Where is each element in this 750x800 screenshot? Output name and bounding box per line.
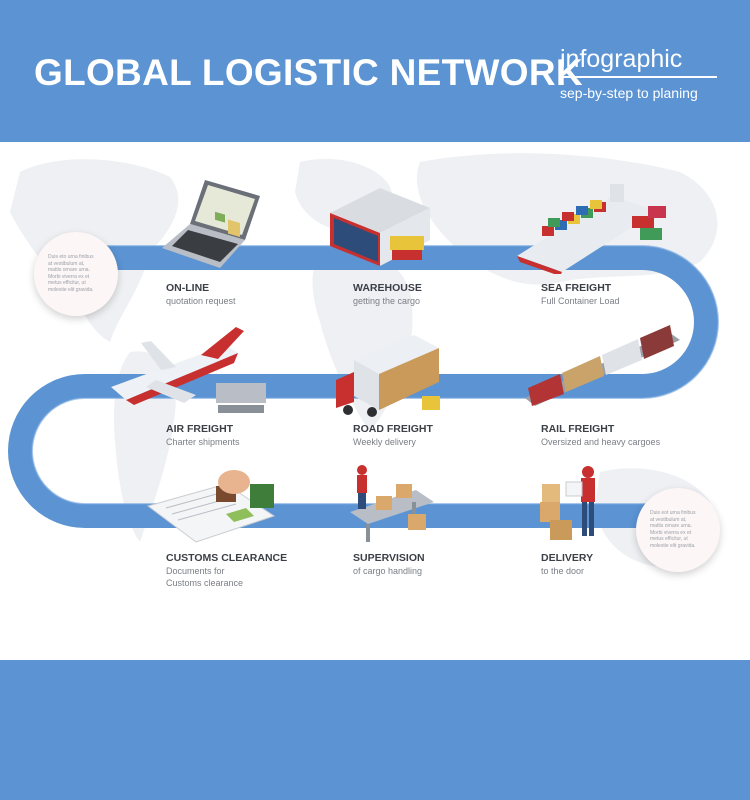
stamp-document-icon [146, 470, 276, 543]
step-desc: Full Container Load [541, 296, 620, 306]
subtitle-underline [559, 76, 717, 78]
note-text-left: Duis eto urna finibus at vestibulum at, … [48, 254, 94, 293]
step-supervision: SUPERVISION of cargo handling [353, 552, 425, 577]
step-air-freight: AIR FREIGHT Charter shipments [166, 423, 240, 448]
laptop-icon [162, 180, 260, 268]
step-title: SEA FREIGHT [541, 282, 612, 294]
step-title: SUPERVISION [353, 552, 425, 564]
truck-icon [336, 335, 440, 417]
step-title: WAREHOUSE [353, 282, 422, 294]
step-desc: getting the cargo [353, 296, 421, 306]
step-title: ON-LINE [166, 282, 210, 294]
step-road-freight: ROAD FREIGHT Weekly delivery [353, 423, 433, 448]
step-desc: Oversized and heavy cargoes [541, 437, 661, 447]
step-customs-clearance: CUSTOMS CLEARANCE Documents for Customs … [166, 552, 287, 589]
step-title: ROAD FREIGHT [353, 423, 433, 435]
conveyor-worker-icon [350, 465, 434, 542]
train-icon [525, 325, 680, 406]
footer-band [0, 660, 750, 800]
step-desc: to the door [541, 566, 585, 576]
step-desc: Charter shipments [166, 437, 240, 447]
warehouse-icon [330, 188, 430, 266]
step-sea-freight: SEA FREIGHT Full Container Load [541, 282, 620, 307]
step-rail-freight: RAIL FREIGHT Oversized and heavy cargoes [541, 423, 660, 448]
step-warehouse: WAREHOUSE getting the cargo [353, 282, 422, 307]
step-title: AIR FREIGHT [166, 423, 234, 435]
step-desc: quotation request [166, 296, 236, 306]
infographic-label: infographic [560, 45, 683, 73]
step-desc: of cargo handling [353, 566, 423, 576]
step-title: RAIL FREIGHT [541, 423, 615, 435]
step-desc-2: Customs clearance [166, 578, 244, 588]
header-band [0, 0, 750, 142]
step-online: ON-LINE quotation request [166, 282, 236, 307]
note-bubble-left: Duis eto urna finibus at vestibulum at, … [34, 232, 118, 316]
step-desc: Weekly delivery [353, 437, 416, 447]
airplane-icon [111, 327, 266, 413]
page-title: GLOBAL LOGISTIC NETWORK [34, 52, 583, 93]
step-desc: Documents for [166, 566, 225, 576]
note-bubble-right: Duis eot urna finibus at vestibulum at, … [636, 488, 720, 572]
step-delivery: DELIVERY to the door [541, 552, 593, 577]
courier-boxes-icon [540, 466, 595, 540]
cargo-ship-icon [517, 184, 666, 274]
note-text-right: Duis eot urna finibus at vestibulum at, … [650, 510, 696, 549]
infographic-caption: sep-by-step to planing [560, 85, 698, 101]
step-title: DELIVERY [541, 552, 594, 564]
step-title: CUSTOMS CLEARANCE [166, 552, 288, 564]
